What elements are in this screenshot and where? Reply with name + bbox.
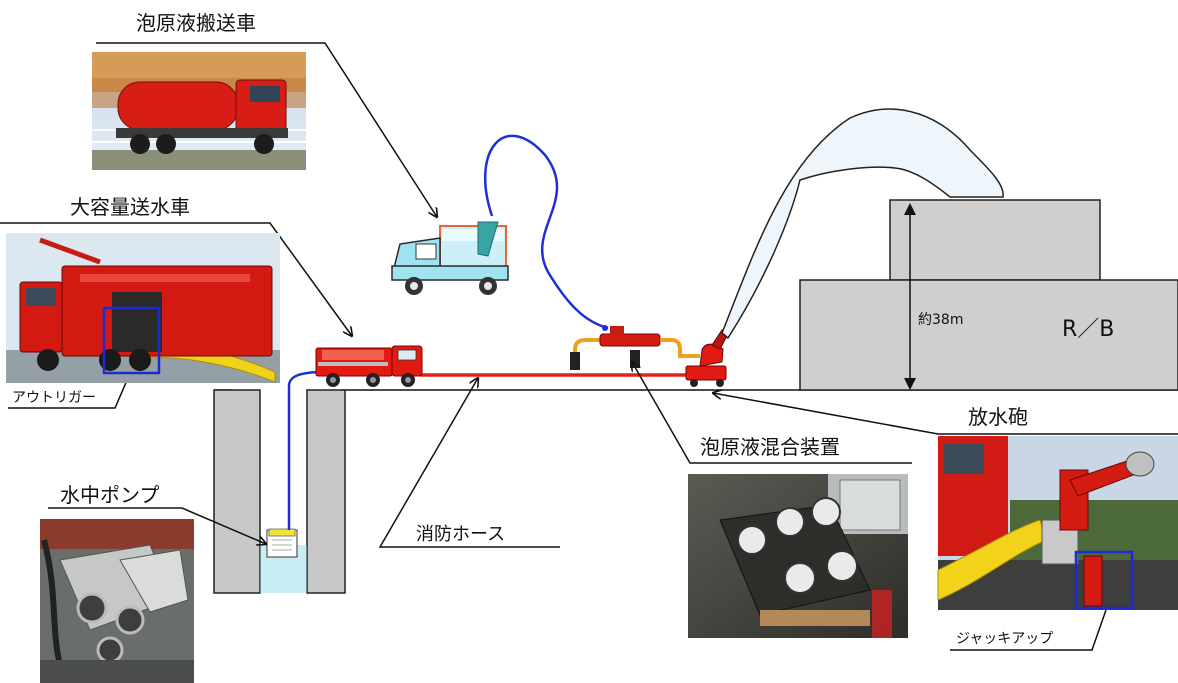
height-label: 約38m <box>918 312 963 328</box>
jack-up-highlight <box>1074 550 1134 610</box>
fire-hose-callout <box>378 378 560 548</box>
water-stream <box>721 108 1004 340</box>
foam-truck-photo <box>92 52 306 170</box>
submersible-pump-icon <box>266 528 298 558</box>
foam-mixing-device-icon <box>570 325 700 370</box>
reactor-building <box>799 199 1178 391</box>
large-water-truck-icon <box>315 345 423 387</box>
foam-mixing-device-label: 泡原液混合装置 <box>700 435 840 459</box>
pump-supply-hose <box>287 370 319 530</box>
water-cannon-label: 放水砲 <box>968 405 1028 429</box>
outrigger-callout <box>8 377 129 409</box>
jackup-callout <box>950 609 1107 651</box>
water-truck-callout <box>0 222 352 336</box>
pump-photo <box>40 519 194 683</box>
cannon-photo <box>937 436 1178 610</box>
foam-transport-truck-icon <box>391 221 509 295</box>
foam-truck-callout <box>96 42 437 217</box>
mixer-photo <box>688 474 908 638</box>
foam-supply-hose <box>483 134 609 330</box>
reactor-building-label: R／B <box>1062 317 1114 342</box>
submersible-pump-label: 水中ポンプ <box>60 483 159 507</box>
jack-up-label: ジャッキアップ <box>956 631 1053 647</box>
fire-hose-label: 消防ホース <box>416 524 505 545</box>
foam-transport-truck-label: 泡原液搬送車 <box>136 11 256 35</box>
large-water-truck-label: 大容量送水車 <box>70 195 190 219</box>
water-truck-photo <box>6 233 280 383</box>
mixer-callout <box>632 362 912 464</box>
water-pit <box>213 389 346 594</box>
pump-callout <box>48 507 266 544</box>
water-cannon-icon <box>685 329 729 387</box>
outrigger-label: アウトリガー <box>12 390 96 406</box>
outrigger-highlight <box>102 306 161 375</box>
cannon-callout <box>713 393 1178 435</box>
